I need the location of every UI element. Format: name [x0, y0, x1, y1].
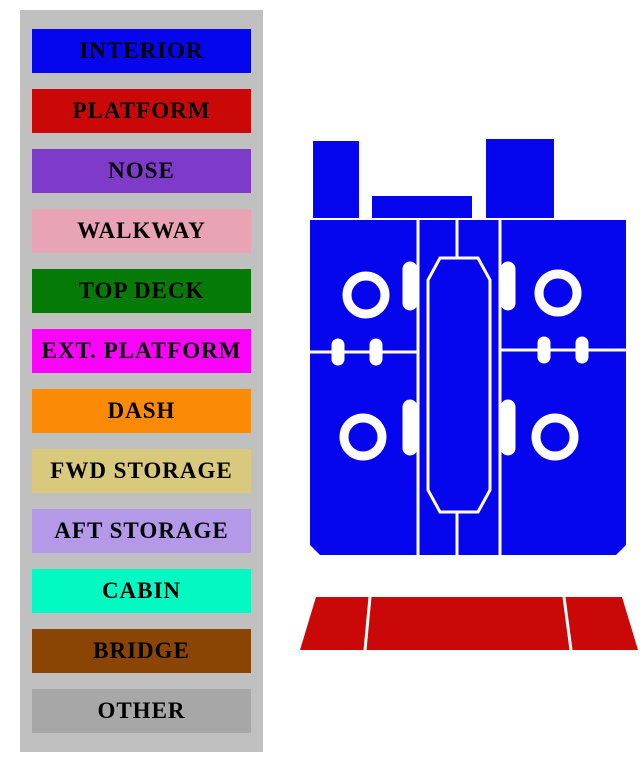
slot-cutout-upper-right — [500, 261, 516, 311]
ring-cutout-upper-right — [534, 269, 582, 317]
legend-item-other[interactable]: OTHER — [32, 689, 251, 733]
legend-item-interior[interactable]: INTERIOR — [32, 29, 251, 73]
boat-floorplan-diagram — [300, 139, 638, 651]
slot-cutout-lower-left — [402, 399, 418, 456]
legend-label: DASH — [107, 398, 176, 423]
platform-seam-right — [562, 596, 573, 651]
top-right-deck — [486, 139, 554, 218]
ring-cutout-lower-left — [339, 413, 387, 461]
slot-cutout-mid-right-2 — [575, 336, 589, 364]
legend-item-bridge[interactable]: BRIDGE — [32, 629, 251, 673]
legend-item-ext-platform[interactable]: EXT. PLATFORM — [32, 329, 251, 373]
legend-item-nose[interactable]: NOSE — [32, 149, 251, 193]
legend-label: BRIDGE — [93, 638, 190, 663]
slot-cutout-mid-left-2 — [369, 338, 383, 366]
legend-label: FWD STORAGE — [50, 458, 233, 483]
legend-item-dash[interactable]: DASH — [32, 389, 251, 433]
legend-panel: INTERIOR PLATFORM NOSE WALKWAY TOP DECK … — [20, 10, 263, 752]
diagram-interior-region[interactable] — [310, 139, 626, 555]
slot-cutout-mid-right-1 — [537, 336, 551, 364]
legend-label: AFT STORAGE — [54, 518, 229, 543]
legend-item-platform[interactable]: PLATFORM — [32, 89, 251, 133]
diagram-root — [300, 139, 638, 651]
legend-item-aft-storage[interactable]: AFT STORAGE — [32, 509, 251, 553]
platform-seam-left — [363, 596, 372, 651]
slot-cutout-upper-left — [402, 261, 418, 311]
top-left-deck — [313, 141, 359, 218]
slot-cutout-lower-right — [500, 399, 516, 456]
legend-label: INTERIOR — [79, 38, 204, 63]
diagram-platform-region[interactable] — [300, 596, 638, 651]
legend-label: TOP DECK — [78, 278, 205, 303]
legend-item-top-deck[interactable]: TOP DECK — [32, 269, 251, 313]
legend-label: NOSE — [108, 158, 175, 183]
legend-label: EXT. PLATFORM — [41, 338, 242, 363]
legend-item-walkway[interactable]: WALKWAY — [32, 209, 251, 253]
top-center-step — [372, 196, 472, 218]
slot-cutout-mid-left-1 — [331, 338, 345, 366]
legend-item-fwd-storage[interactable]: FWD STORAGE — [32, 449, 251, 493]
ring-cutout-upper-left — [342, 271, 390, 319]
ring-cutout-lower-right — [531, 413, 579, 461]
legend-label: CABIN — [101, 578, 182, 603]
legend-item-cabin[interactable]: CABIN — [32, 569, 251, 613]
legend-label: WALKWAY — [77, 218, 206, 243]
legend-label: PLATFORM — [72, 98, 211, 123]
legend-label: OTHER — [97, 698, 186, 723]
center-console-outline — [426, 256, 492, 514]
platform-body — [300, 597, 638, 650]
